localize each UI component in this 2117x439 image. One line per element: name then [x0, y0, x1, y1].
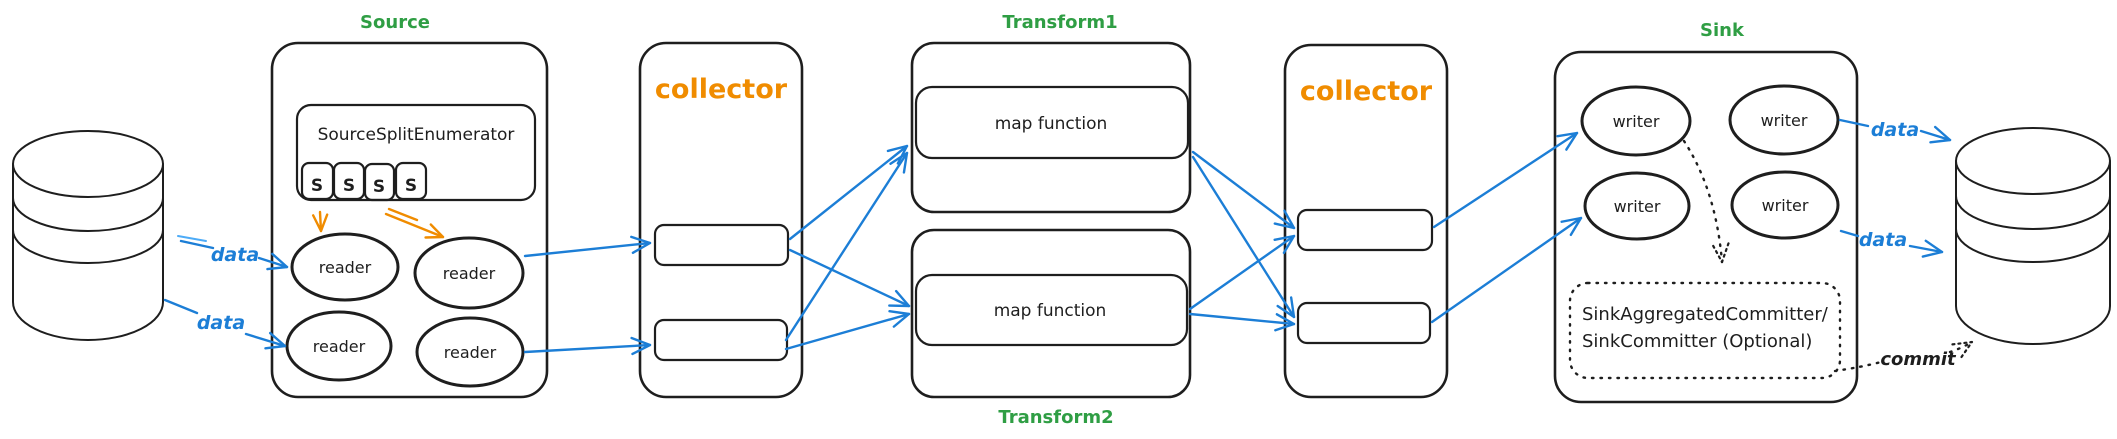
data-in-bottom-arrow	[244, 331, 287, 350]
map-function-box	[914, 273, 1189, 347]
commit-dotted-tail	[1833, 360, 1883, 373]
cylinder-band	[1955, 195, 2111, 230]
sink-box	[1553, 50, 1859, 404]
sink-node: Sink writer writer writer writer SinkAgg…	[1553, 20, 1859, 404]
split-box	[394, 161, 428, 201]
sink-label: Sink	[1700, 20, 1745, 41]
reader-label: reader	[443, 264, 496, 283]
collector-buffer	[1296, 301, 1432, 345]
data-in-top-label: data	[211, 244, 259, 266]
sink-committer-box	[1568, 281, 1842, 380]
split-enumerator-label: SourceSplitEnumerator	[318, 125, 515, 145]
writer-label: writer	[1762, 196, 1809, 215]
collector-label: collector	[655, 74, 788, 105]
data-out-bottom-arrow	[1908, 239, 1944, 258]
reader-label: reader	[313, 337, 366, 356]
source-database-icon	[12, 130, 164, 341]
writer-label: writer	[1614, 197, 1661, 216]
sink-database-icon	[1955, 127, 2111, 345]
source-box	[270, 41, 549, 399]
writer-ellipse	[1580, 85, 1692, 157]
reader-ellipse	[413, 236, 525, 310]
data-in-bottom-label: data	[197, 312, 245, 334]
cylinder-top	[12, 130, 164, 198]
collector-box	[638, 41, 804, 399]
commit-dotted-arrow	[1950, 342, 1972, 352]
data-in-bottom-tail	[163, 298, 199, 315]
writer-ellipse	[1583, 171, 1691, 241]
collector-to-writer-arrow	[1432, 131, 1579, 229]
cylinder-band	[1955, 228, 2111, 263]
transform2-to-collector-arrow	[1188, 234, 1296, 311]
collector-to-transform1-arrow	[784, 151, 909, 342]
writer-ellipse	[1728, 84, 1840, 156]
data-in-top-arrow	[257, 252, 289, 271]
cylinder-band	[12, 197, 164, 232]
edges: data data data data commit	[163, 118, 1972, 373]
cylinder-band	[12, 229, 164, 264]
writer-ellipse	[1730, 170, 1840, 240]
split-label: S	[311, 176, 323, 196]
writer-label: writer	[1613, 112, 1660, 131]
writer-label: writer	[1761, 111, 1808, 130]
enumerator-to-reader-arrow	[311, 210, 329, 233]
split-label: S	[373, 177, 385, 197]
transform2-node: map function Transform2	[910, 228, 1192, 428]
transform2-label: Transform2	[998, 407, 1113, 428]
source-label: Source	[360, 12, 430, 33]
reader-to-collector-arrow	[523, 336, 652, 356]
reader-label: reader	[444, 343, 497, 362]
split-label: S	[343, 176, 355, 196]
map-function-label: map function	[994, 301, 1107, 321]
data-in-top-tail	[179, 239, 215, 250]
transform1-to-collector-arrow	[1191, 150, 1296, 230]
reader-ellipse	[415, 316, 525, 388]
transform1-label: Transform1	[1002, 12, 1117, 33]
reader-ellipse	[290, 232, 400, 302]
enumerator-to-reader-arrow	[384, 212, 445, 239]
enumerator-arrow-accent	[387, 207, 419, 222]
data-out-top-label: data	[1871, 119, 1919, 141]
transform1-node: Transform1 map function	[910, 12, 1192, 214]
sink-committer-line2: SinkCommitter (Optional)	[1582, 331, 1812, 352]
reader-label: reader	[319, 258, 372, 277]
cylinder-body	[12, 163, 164, 341]
collector-left-node: collector	[638, 41, 804, 399]
data-out-top-arrow	[1919, 125, 1952, 144]
data-out-bottom-label: data	[1859, 229, 1907, 251]
collector-to-writer-arrow	[1430, 216, 1583, 324]
reader-ellipse	[285, 310, 393, 382]
collector-right-node: collector	[1283, 43, 1449, 399]
collector-to-transform2-arrow	[784, 310, 911, 351]
collector-label: collector	[1300, 76, 1433, 107]
collector-buffer	[653, 318, 789, 362]
reader-to-collector-arrow	[523, 235, 652, 258]
collector-buffer	[653, 223, 790, 267]
transform2-to-collector-arrow	[1188, 312, 1296, 332]
map-function-label: map function	[995, 114, 1108, 134]
transform1-box	[910, 41, 1192, 214]
map-function-box	[914, 85, 1190, 160]
source-node: Source SourceSplitEnumerator S S S S rea…	[270, 12, 549, 399]
data-out-top-tail	[1838, 118, 1870, 128]
commit-label: commit	[1880, 349, 1957, 370]
cylinder-top	[1955, 127, 2111, 195]
sink-committer-line1: SinkAggregatedCommitter/	[1582, 304, 1829, 325]
split-box	[363, 162, 396, 202]
collector-to-transform2-arrow	[788, 248, 911, 308]
data-out-bottom-tail	[1839, 229, 1860, 238]
collector-to-transform1-arrow	[788, 144, 909, 241]
transform1-to-collector-arrow	[1191, 155, 1296, 319]
collector-buffer	[1296, 208, 1434, 252]
data-arrow-accent	[177, 235, 207, 242]
writer-to-committer-dotted-arrow	[1682, 139, 1722, 262]
split-label: S	[405, 176, 417, 196]
